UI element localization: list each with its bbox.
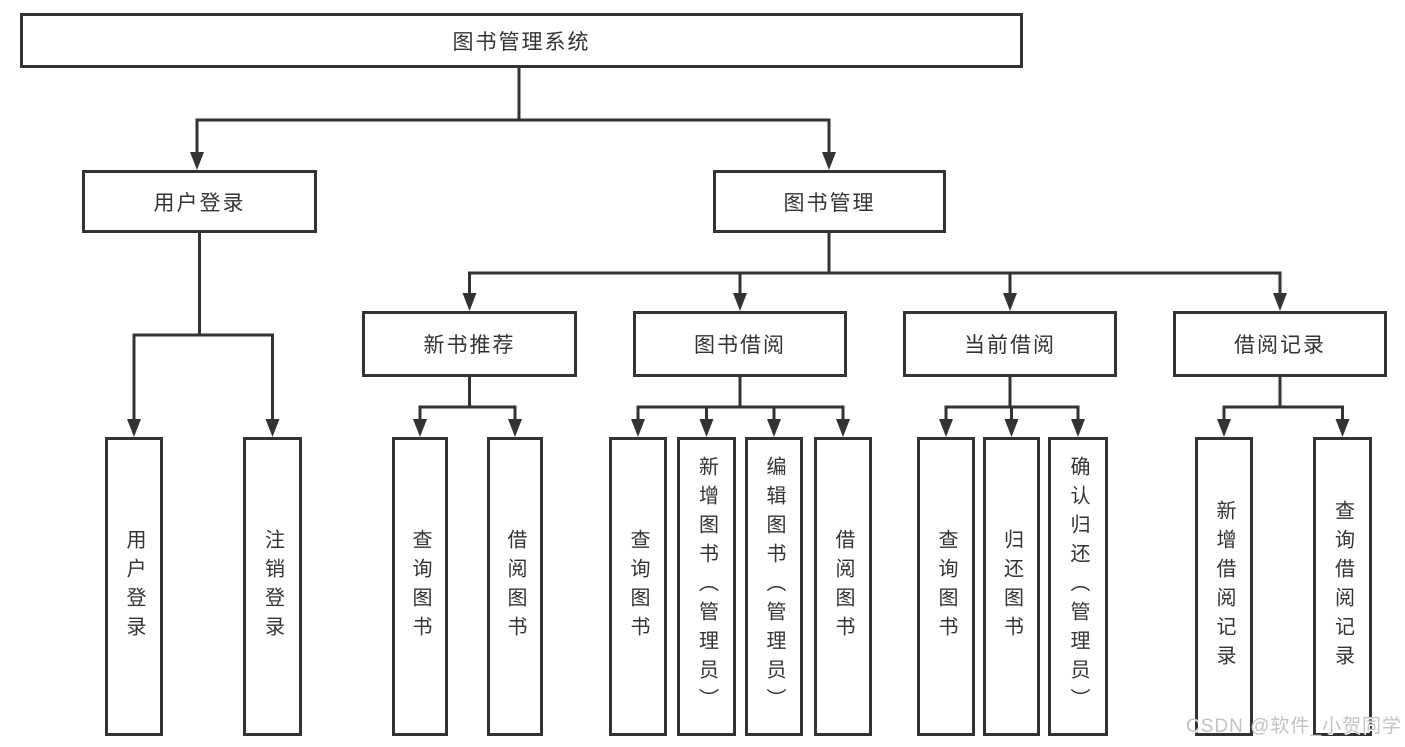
- node-borrow-records-label: 借阅记录: [1234, 334, 1326, 357]
- leaf-add-book-admin: 新增图书（管理员）: [677, 437, 736, 736]
- leaf-query-books-current-label: 查询图书: [935, 528, 957, 645]
- leaf-add-borrow-record: 新增借阅记录: [1195, 437, 1253, 736]
- leaf-return-book-label: 归还图书: [1000, 528, 1023, 645]
- node-new-book-recommend: 新书推荐: [362, 311, 577, 377]
- leaf-confirm-return-admin: 确认归还（管理员）: [1048, 437, 1108, 736]
- leaf-query-borrow-record-label: 查询借阅记录: [1331, 499, 1354, 674]
- leaf-borrow-books: 借阅图书: [814, 437, 872, 736]
- node-book-borrow: 图书借阅: [633, 311, 847, 377]
- node-current-borrow: 当前借阅: [903, 311, 1117, 377]
- leaf-logout-label: 注销登录: [261, 528, 284, 645]
- node-library-system-label: 图书管理系统: [452, 30, 591, 54]
- node-book-management-label: 图书管理: [783, 191, 876, 215]
- leaf-query-books-recommend: 查询图书: [392, 437, 448, 736]
- node-user-login: 用户登录: [82, 170, 317, 233]
- leaf-edit-book-admin: 编辑图书（管理员）: [745, 437, 803, 736]
- leaf-user-login: 用户登录: [105, 437, 163, 736]
- leaf-borrow-books-recommend-label: 借阅图书: [504, 528, 526, 645]
- connector-arrows: [127, 152, 1350, 437]
- leaf-borrow-books-label: 借阅图书: [832, 528, 854, 645]
- node-library-system: 图书管理系统: [20, 13, 1023, 68]
- leaf-query-books-borrow-label: 查询图书: [627, 528, 649, 645]
- leaf-return-book: 归还图书: [983, 437, 1040, 736]
- leaf-confirm-return-admin-label: 确认归还（管理员）: [1067, 456, 1089, 717]
- node-new-book-recommend-label: 新书推荐: [423, 334, 516, 357]
- leaf-query-books-current: 查询图书: [917, 437, 975, 736]
- leaf-borrow-books-recommend: 借阅图书: [487, 437, 543, 736]
- node-current-borrow-label: 当前借阅: [964, 334, 1056, 357]
- node-book-management: 图书管理: [713, 170, 946, 233]
- node-user-login-label: 用户登录: [153, 191, 246, 215]
- leaf-query-borrow-record: 查询借阅记录: [1313, 437, 1372, 736]
- leaf-add-book-admin-label: 新增图书（管理员）: [695, 456, 718, 717]
- node-borrow-records: 借阅记录: [1173, 311, 1387, 377]
- leaf-add-borrow-record-label: 新增借阅记录: [1213, 499, 1235, 674]
- node-book-borrow-label: 图书借阅: [694, 334, 786, 357]
- leaf-user-login-label: 用户登录: [123, 528, 145, 645]
- leaf-logout: 注销登录: [243, 437, 302, 736]
- leaf-query-books-borrow: 查询图书: [609, 437, 667, 736]
- csdn-watermark: CSDN @软件_小贺同学: [1186, 716, 1402, 737]
- leaf-query-books-recommend-label: 查询图书: [409, 528, 431, 645]
- leaf-edit-book-admin-label: 编辑图书（管理员）: [763, 456, 785, 717]
